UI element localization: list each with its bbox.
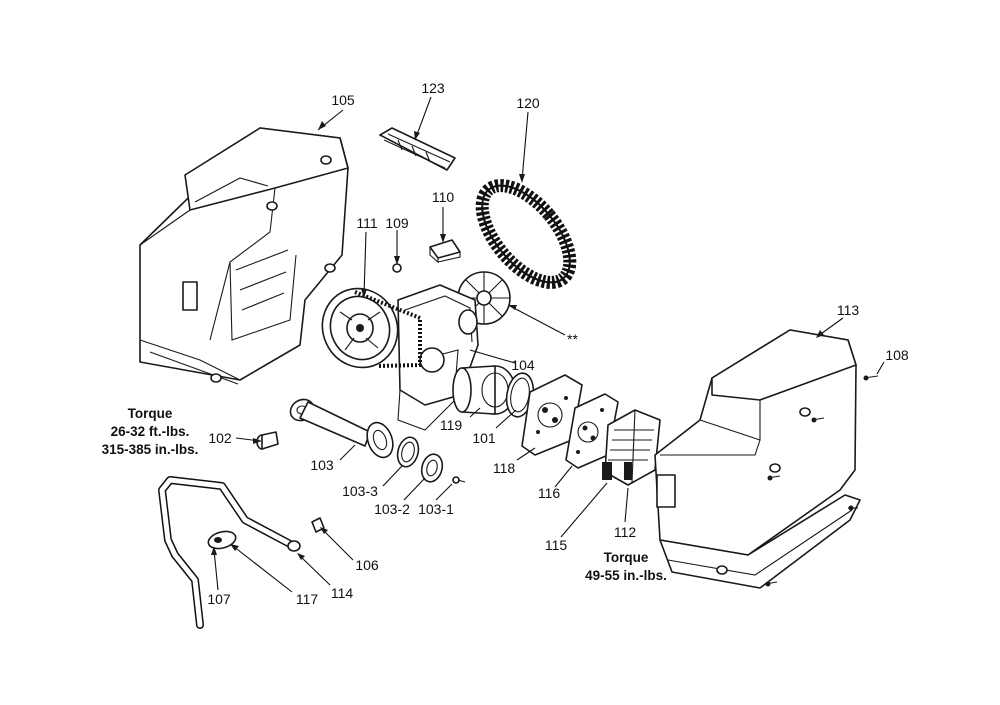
cylinder-119	[452, 365, 516, 415]
filter-110	[429, 239, 461, 264]
torque-note-right: Torque 49-55 in.-lbs.	[585, 550, 667, 583]
torque-left-line2: 315-385 in.-lbs.	[102, 442, 199, 457]
label-double-star: **	[567, 331, 578, 347]
connecting-rod-103	[289, 398, 394, 459]
label-106: 106	[355, 557, 379, 573]
label-115: 115	[545, 537, 568, 553]
cylinder-head-112	[602, 409, 661, 486]
torque-left-line1: 26-32 ft.-lbs.	[111, 424, 190, 439]
head-gasket-116	[565, 393, 619, 469]
label-119: 119	[440, 417, 463, 433]
label-104: 104	[511, 357, 535, 373]
label-118: 118	[493, 460, 516, 476]
left-shroud-105	[139, 127, 349, 385]
label-103-1: 103-1	[418, 501, 454, 517]
handle-123	[379, 127, 456, 171]
label-105: 105	[331, 92, 355, 108]
torque-left-title: Torque	[128, 406, 173, 421]
label-117: 117	[296, 591, 319, 607]
label-107: 107	[207, 591, 231, 607]
label-120: 120	[516, 95, 540, 111]
label-103: 103	[310, 457, 334, 473]
label-112: 112	[614, 524, 637, 540]
belt-120	[475, 179, 577, 289]
torque-right-line1: 49-55 in.-lbs.	[585, 568, 667, 583]
part-labels: 105 123 120 110 111 109 113 108 ** 104 1…	[207, 80, 909, 607]
label-116: 116	[538, 485, 561, 501]
pulley-111	[321, 287, 422, 369]
nut-114	[287, 540, 301, 552]
fitting-117	[207, 530, 237, 550]
label-114: 114	[331, 585, 354, 601]
label-110: 110	[432, 189, 455, 205]
outlet-tube-107	[158, 476, 296, 629]
piston-disc-103-2	[420, 453, 444, 483]
label-111: 111	[356, 215, 377, 231]
label-102: 102	[208, 430, 232, 446]
screw-103-1	[452, 476, 466, 484]
label-108: 108	[885, 347, 909, 363]
torque-right-title: Torque	[604, 550, 649, 565]
label-103-2: 103-2	[374, 501, 410, 517]
screws-108	[764, 375, 879, 587]
retainer-ring-103-3	[396, 436, 420, 468]
label-101: 101	[472, 430, 496, 446]
torque-note-left: Torque 26-32 ft.-lbs. 315-385 in.-lbs.	[102, 406, 199, 457]
right-shroud-113	[654, 329, 861, 589]
screw-109	[392, 263, 402, 273]
leader-lines	[211, 96, 885, 593]
label-103-3: 103-3	[342, 483, 378, 499]
label-113: 113	[837, 302, 860, 318]
label-123: 123	[421, 80, 445, 96]
label-109: 109	[385, 215, 409, 231]
